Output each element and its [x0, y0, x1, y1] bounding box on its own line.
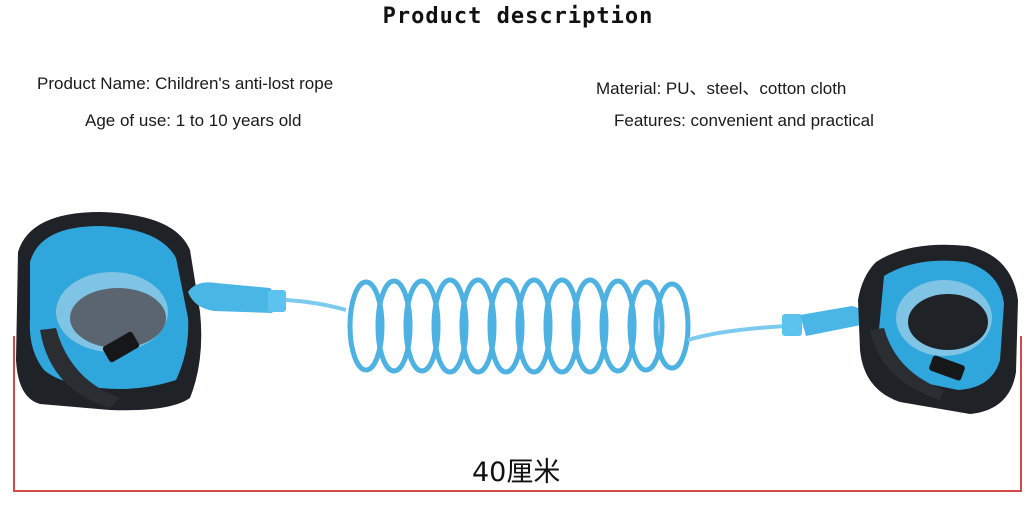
dimension-label: 40厘米 — [468, 450, 565, 489]
left-connector — [188, 282, 347, 313]
left-wrist-strap — [16, 212, 202, 411]
dimension-line — [13, 336, 1022, 492]
coiled-rope — [347, 277, 691, 375]
page-title: Product description — [382, 4, 654, 29]
right-wrist-strap — [858, 244, 1018, 414]
right-connector — [687, 306, 867, 342]
spec-material: Material: PU、steel、cotton cloth — [596, 79, 847, 98]
spec-features: Features: convenient and practical — [614, 111, 874, 130]
spec-age-of-use: Age of use: 1 to 10 years old — [85, 111, 302, 130]
spec-product-name: Product Name: Children's anti-lost rope — [37, 74, 334, 93]
